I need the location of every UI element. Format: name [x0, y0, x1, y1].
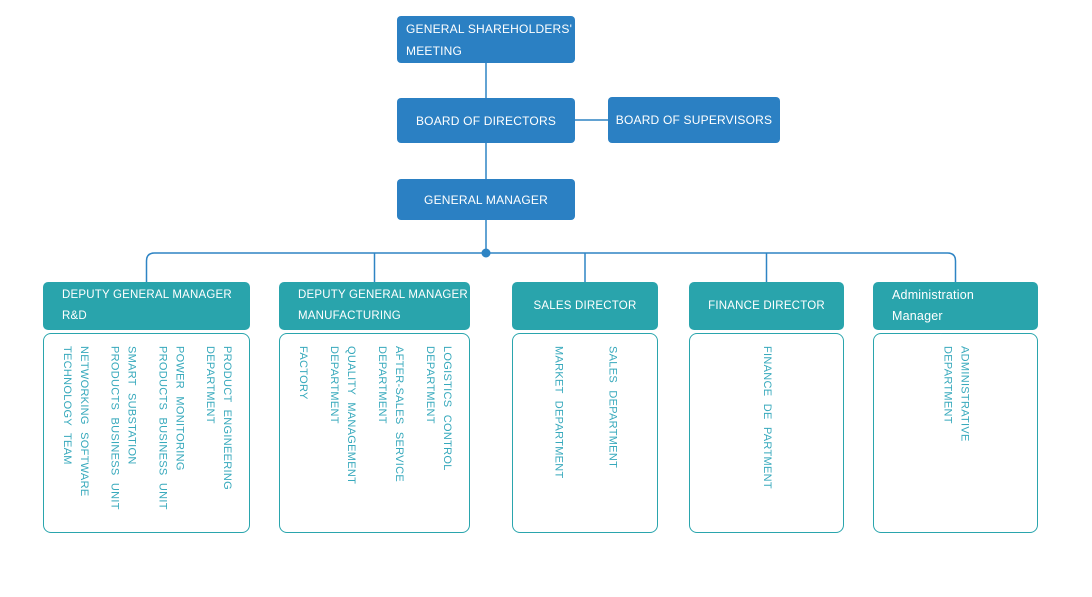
dept-logistics-control-department: LOGISTICS CONTROL DEPARTMENT — [424, 346, 453, 471]
column-header-sales-director: SALES DIRECTOR — [512, 282, 658, 330]
dept-power-monitoring-products-business-unit: POWER MONITORING PRODUCTS BUSINESS UNIT — [156, 346, 186, 510]
connector-bus-line — [145, 252, 957, 282]
dept-quality-management-department: QUALITY MANAGEMENT DEPARTMENT — [328, 346, 357, 485]
column-deputy-gm-rd: DEPUTY GENERAL MANAGER R&D NETWORKING SO… — [43, 282, 250, 533]
column-body-deputy-gm-rd: NETWORKING SOFTWARE TECHNOLOGY TEAM SMAR… — [43, 333, 250, 533]
node-general-shareholders-meeting: GENERAL SHAREHOLDERS' MEETING — [397, 16, 575, 63]
node-board-of-directors: BOARD OF DIRECTORS — [397, 98, 575, 143]
column-administration-manager: Administration Manager ADMINISTRATIVE DE… — [873, 282, 1038, 533]
dept-after-sales-service-department: AFTER-SALES SERVICE DEPARTMENT — [376, 346, 405, 483]
dept-networking-software-technology-team: NETWORKING SOFTWARE TECHNOLOGY TEAM — [60, 346, 90, 497]
column-header-administration-manager: Administration Manager — [873, 282, 1038, 330]
node-board-of-supervisors: BOARD OF SUPERVISORS — [608, 97, 780, 143]
dept-sales-department: SALES DEPARTMENT — [606, 346, 619, 469]
column-finance-director: FINANCE DIRECTOR FINANCE DE PARTMENT — [689, 282, 844, 533]
dept-market-department: MARKET DEPARTMENT — [552, 346, 565, 479]
column-header-deputy-gm-rd: DEPUTY GENERAL MANAGER R&D — [43, 282, 250, 330]
column-header-deputy-gm-manufacturing: DEPUTY GENERAL MANAGER MANUFACTURING — [279, 282, 470, 330]
column-body-administration-manager: ADMINISTRATIVE DEPARTMENT — [873, 333, 1038, 533]
connector-junction-dot — [481, 248, 491, 258]
column-body-sales-director: MARKET DEPARTMENT SALES DEPARTMENT — [512, 333, 658, 533]
dept-smart-substation-products-business-unit: SMART SUBSTATION PRODUCTS BUSINESS UNIT — [108, 346, 138, 510]
column-sales-director: SALES DIRECTOR MARKET DEPARTMENT SALES D… — [512, 282, 658, 533]
column-deputy-gm-manufacturing: DEPUTY GENERAL MANAGER MANUFACTURING FAC… — [279, 282, 470, 533]
dept-finance-department: FINANCE DE PARTMENT — [761, 346, 773, 489]
dept-administrative-department: ADMINISTRATIVE DEPARTMENT — [941, 346, 971, 442]
column-body-deputy-gm-manufacturing: FACTORY QUALITY MANAGEMENT DEPARTMENT AF… — [279, 333, 470, 533]
node-general-manager: GENERAL MANAGER — [397, 179, 575, 220]
column-body-finance-director: FINANCE DE PARTMENT — [689, 333, 844, 533]
dept-factory: FACTORY — [297, 346, 309, 400]
dept-product-engineering-department: PRODUCT ENGINEERING DEPARTMENT — [204, 346, 234, 490]
column-header-finance-director: FINANCE DIRECTOR — [689, 282, 844, 330]
